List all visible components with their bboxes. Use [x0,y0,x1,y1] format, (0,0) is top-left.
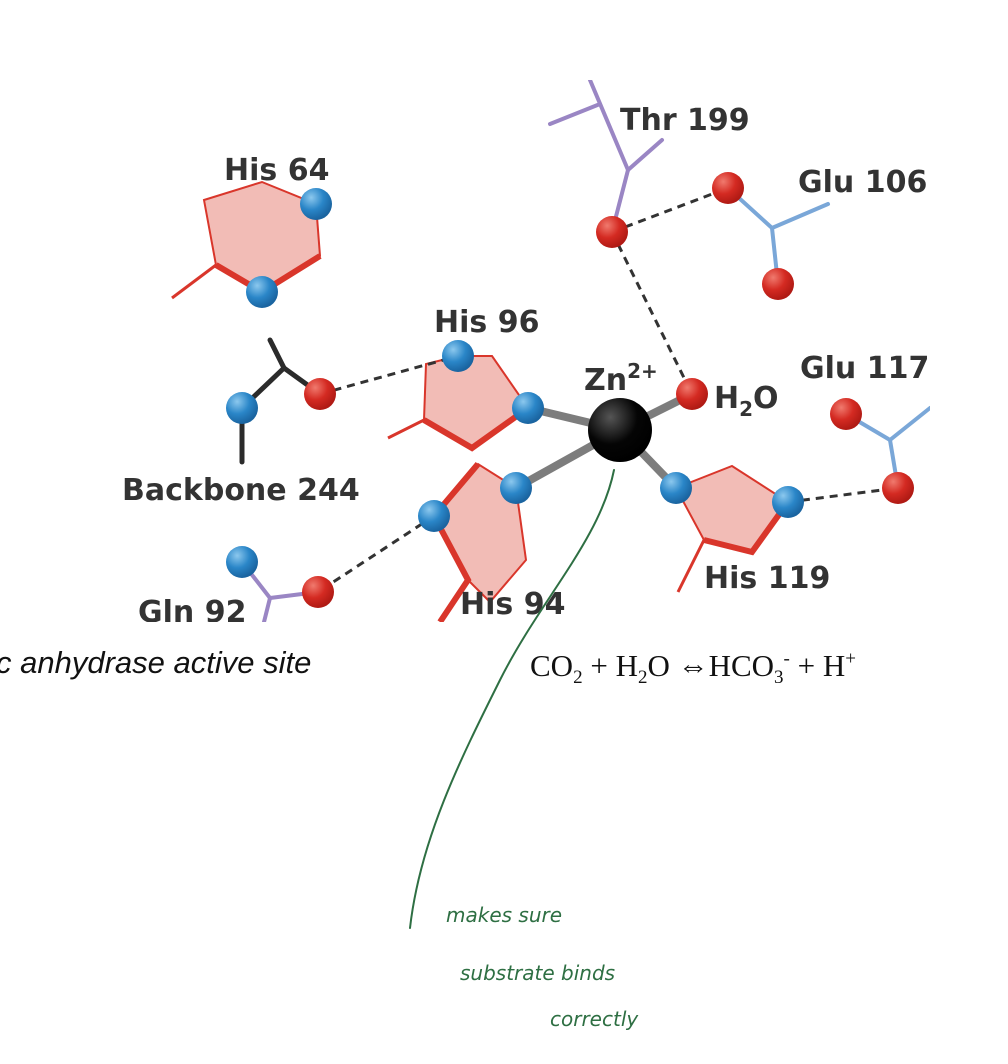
his64-ring [171,180,322,300]
annotation-pointer-line [409,469,615,929]
annotation-line-2: substrate binds [460,961,615,985]
zinc-atom [588,398,652,462]
label-his119: His 119 [704,561,830,596]
his119-ring [674,464,791,593]
annotation-line-3: correctly [550,1007,639,1031]
label-gln92: Gln 92 [138,595,246,630]
hydrogen-bonds [317,186,899,594]
label-zinc: Zn2+ [584,359,658,398]
label-water: H2O [714,381,779,421]
annotation-line-1: makes sure [446,903,562,927]
label-glu117: Glu 117 [800,351,929,386]
label-his64: His 64 [224,153,329,188]
figure-caption: c anhydrase active site [0,645,312,680]
label-backbone244: Backbone 244 [122,473,360,508]
label-his96: His 96 [434,305,539,340]
reaction-equation: CO2 + H2O ⇔HCO3- + H+ [530,648,856,689]
his96-ring [387,355,530,452]
label-glu106: Glu 106 [798,165,927,200]
label-thr199: Thr 199 [620,103,750,138]
oxygen-atoms [302,172,914,608]
structure-drawing: His 64 His 96 His 94 His 119 Thr 199 Glu… [122,80,930,630]
nitrogen-atoms [226,188,804,578]
label-his94: His 94 [460,587,565,622]
his94-ring [430,462,528,622]
